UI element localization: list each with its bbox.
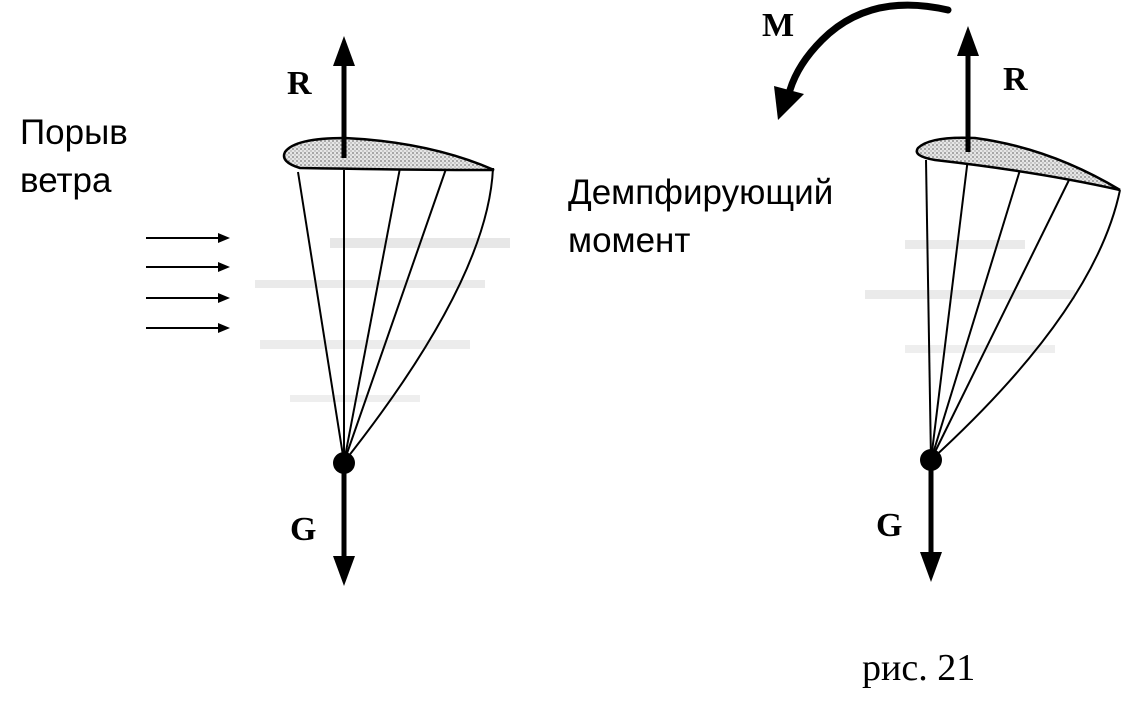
left-weight-label: G	[290, 511, 316, 548]
right-weight-label: G	[876, 507, 902, 544]
moment-label: M	[762, 7, 794, 44]
right-reaction-arrow	[957, 26, 979, 152]
left-reaction-arrow	[333, 36, 355, 158]
right-payload	[920, 449, 942, 471]
gust-arrow	[146, 293, 230, 303]
gust-label-line2: ветра	[20, 161, 112, 200]
right-suspension-lines	[925, 157, 1121, 461]
left-suspension-lines	[297, 165, 494, 463]
right-canopy	[915, 136, 1121, 192]
damping-label-line2: момент	[568, 221, 690, 260]
gust-arrow	[146, 262, 230, 272]
left-reaction-label: R	[287, 65, 312, 102]
right-reaction-label: R	[1003, 61, 1028, 98]
right-smudge	[865, 240, 1075, 353]
gust-arrow	[146, 233, 230, 243]
damping-label-line1: Демпфирующий	[568, 173, 833, 212]
left-canopy	[282, 136, 495, 172]
left-payload	[333, 452, 355, 474]
left-weight-arrow	[333, 466, 355, 586]
right-weight-arrow	[920, 464, 942, 582]
moment-arrow	[774, 1, 952, 120]
left-parachute: R G	[255, 36, 510, 586]
gust-arrow	[146, 323, 230, 333]
gust-arrows	[146, 233, 230, 333]
right-parachute: R G	[865, 26, 1121, 582]
gust-label-line1: Порыв	[20, 113, 128, 152]
figure-caption: рис. 21	[862, 647, 975, 689]
